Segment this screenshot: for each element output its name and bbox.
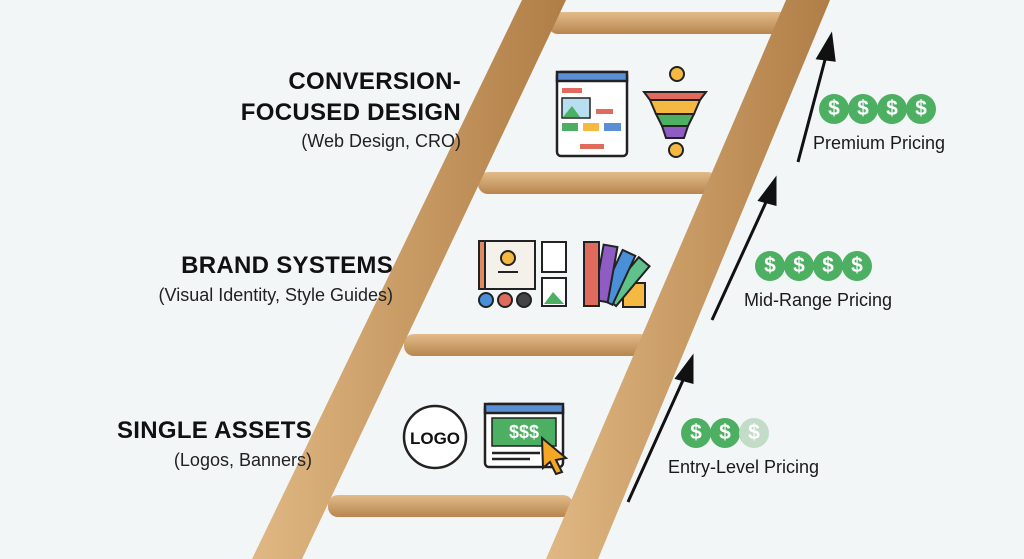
tier-title-single: SINGLE ASSETS [116,417,312,444]
dollar-coin-icon: $ [848,94,878,124]
document-icon [541,241,567,273]
dollar-coin-icon: $ [784,251,814,281]
dollar-coin-icon: $ [710,418,740,448]
rung [328,495,573,517]
tier-title-brand: BRAND SYSTEMS [181,252,393,279]
dollar-coin-icon: $ [877,94,907,124]
arrow-head-icon [674,353,694,384]
pricing-coins-mid: $$$$ [755,251,872,281]
pricing-coins-entry: $$$ [681,418,769,448]
dollar-coin-icon: $ [681,418,711,448]
color-dots-icon [478,292,532,308]
banner-text: $$$ [509,422,539,442]
rung [548,12,808,34]
ladder-right-rail [546,0,830,559]
dollar-coin-icon: $ [755,251,785,281]
ladder-rungs [328,12,808,517]
pricing-coins-premium: $$$$ [819,94,936,124]
color-swatch-fan-icon [583,241,651,308]
tier-subtitle-brand: (Visual Identity, Style Guides) [158,285,393,305]
logo-text: LOGO [410,429,460,448]
rung [478,172,718,194]
banner-ad-icon [483,402,565,469]
cursor-icon [540,435,569,476]
ladder-left-rail [252,0,566,559]
arrow-head-icon [815,31,836,62]
arrow-head-icon [757,175,777,206]
webpage-mockup-icon [555,70,629,158]
growth-arrows [626,31,836,503]
tier-title-conversion: CONVERSION-FOCUSED DESIGN [240,68,461,126]
rung [404,334,650,356]
tier-subtitle-single: (Logos, Banners) [173,450,312,470]
image-icon [541,277,567,307]
dollar-coin-icon: $ [739,418,769,448]
dollar-coin-icon: $ [906,94,936,124]
dollar-coin-icon: $ [842,251,872,281]
tier-subtitle-conversion: (Web Design, CRO) [301,131,461,151]
dollar-coin-icon: $ [819,94,849,124]
pricing-label-premium: Premium Pricing [813,133,946,153]
logo-icon [402,404,468,470]
brand-book-icon [478,240,536,290]
pricing-label-mid: Mid-Range Pricing [744,290,893,310]
sales-funnel-icon [642,66,708,158]
pricing-label-entry: Entry-Level Pricing [668,457,820,477]
dollar-coin-icon: $ [813,251,843,281]
